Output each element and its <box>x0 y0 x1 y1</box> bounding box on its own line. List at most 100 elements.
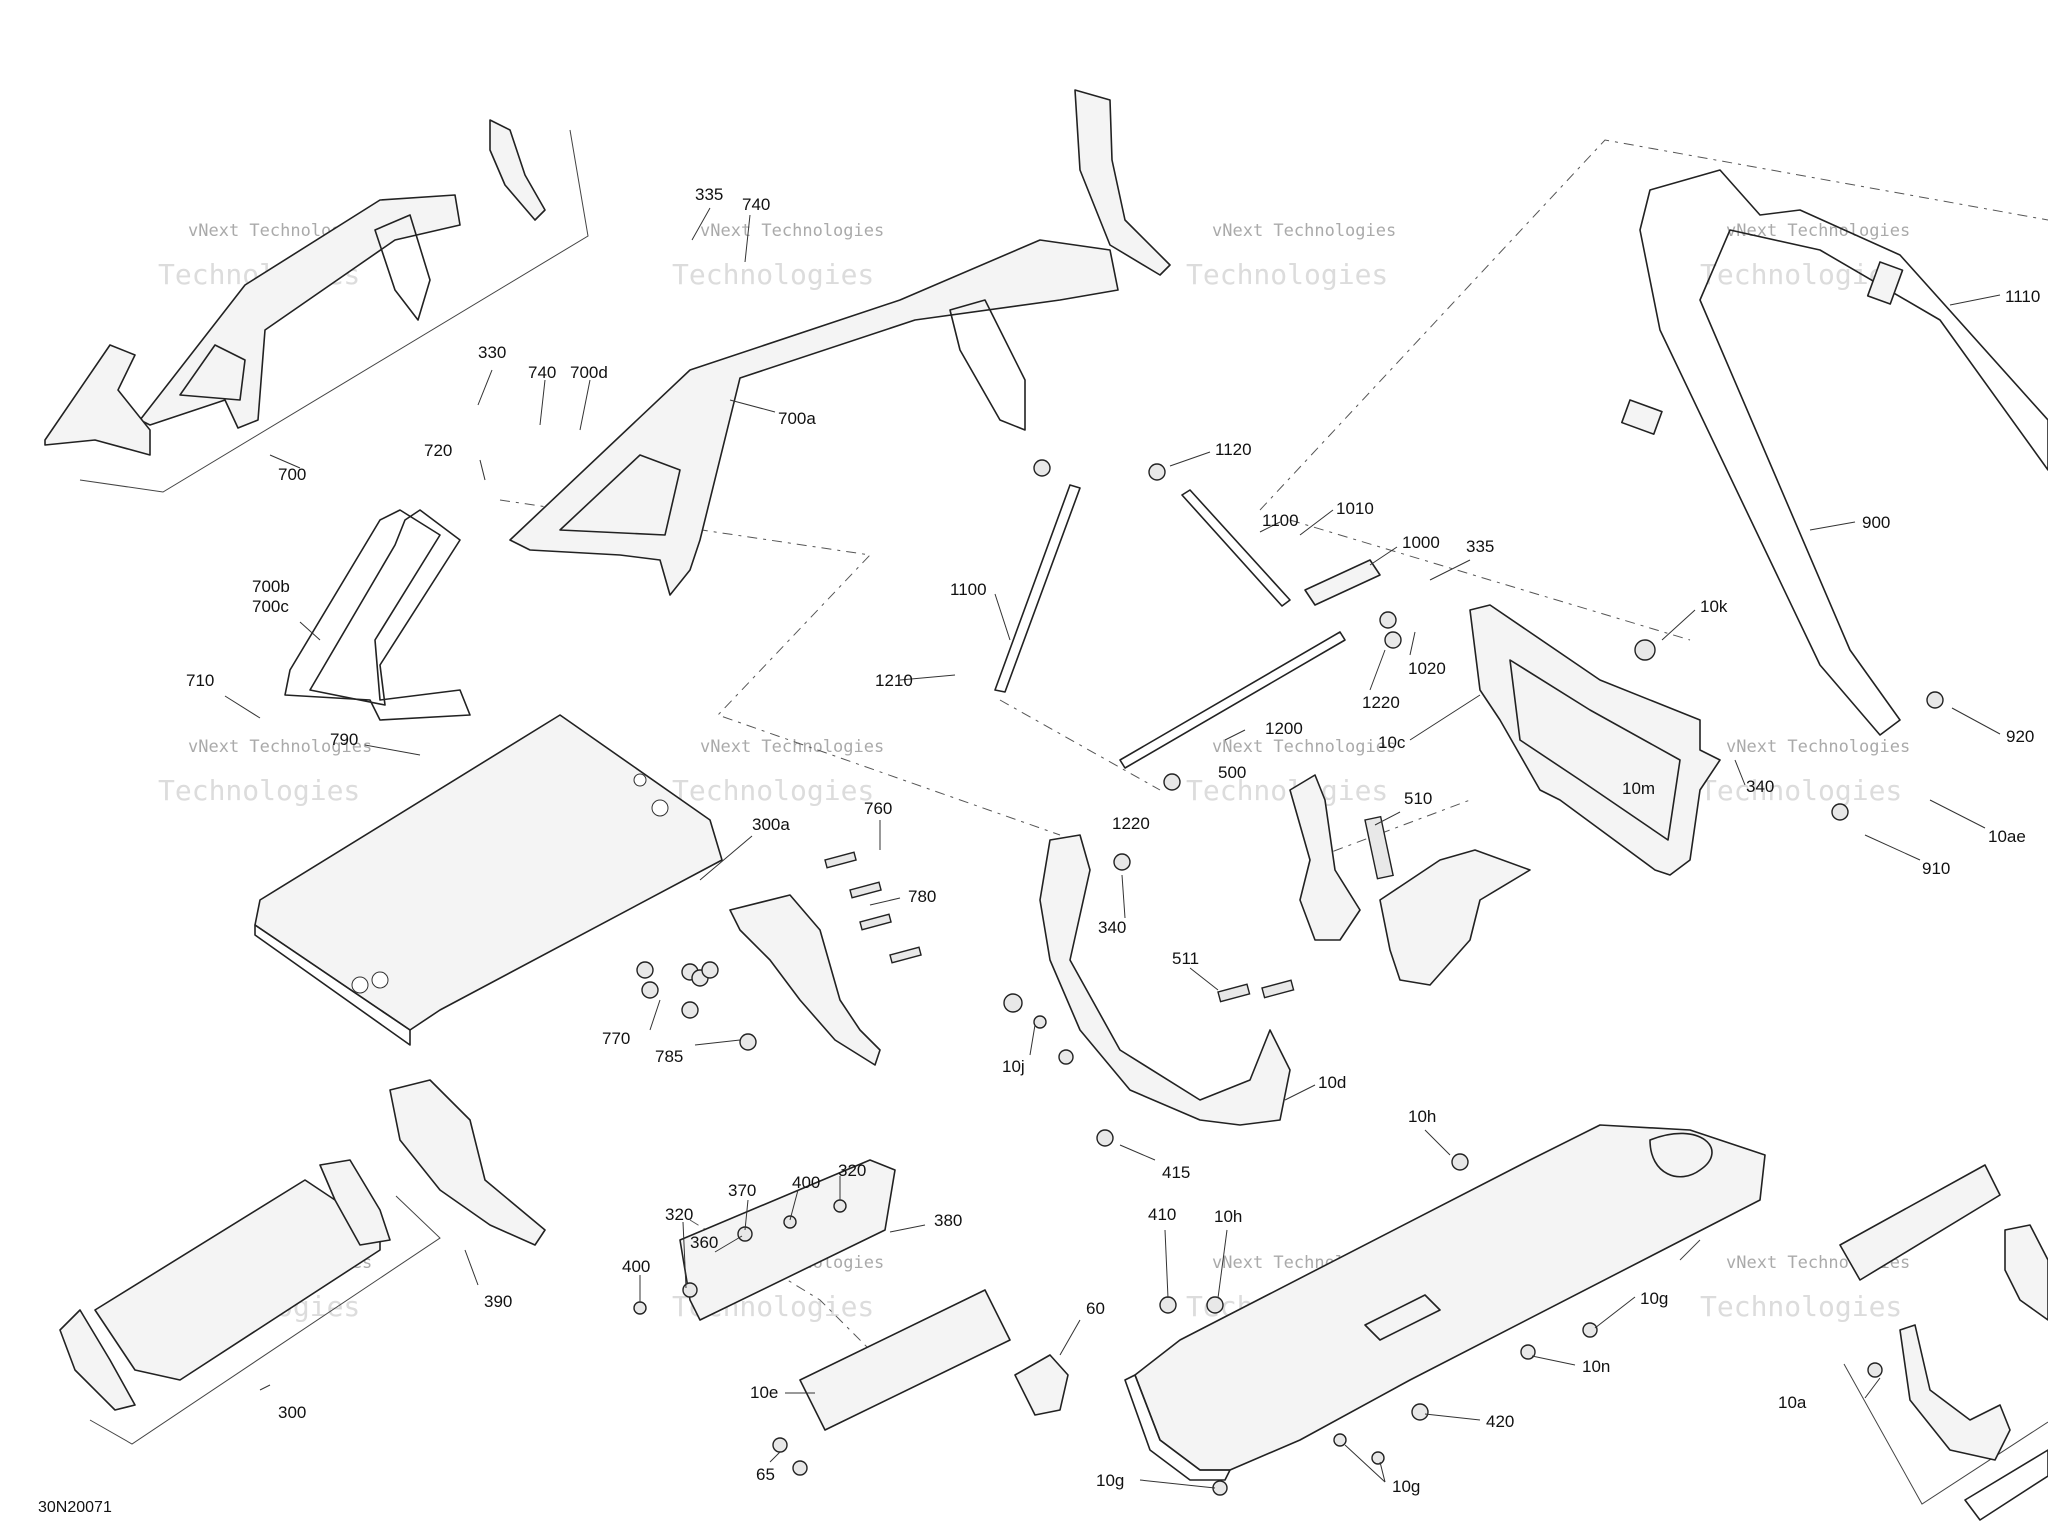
callout-label: 10g <box>1392 1477 1420 1496</box>
callout-label: 10n <box>1582 1357 1610 1376</box>
callout-label: 790 <box>330 730 358 749</box>
callout-label: 1100 <box>950 580 987 599</box>
callout-label: 1200 <box>1265 719 1303 738</box>
callout-label: 390 <box>484 1292 512 1311</box>
document-code: 30N20071 <box>38 1499 112 1516</box>
callout-label: 10a <box>1778 1393 1807 1412</box>
callout-label: 10h <box>1214 1207 1242 1226</box>
callout-label: 500 <box>1218 763 1246 782</box>
svg-text:Technologies: Technologies <box>672 774 874 807</box>
callout-label: 700a <box>778 409 816 428</box>
box-300 <box>89 1195 441 1445</box>
callout-label: 920 <box>2006 727 2034 746</box>
callout-label: 10h <box>1408 1107 1436 1126</box>
callout-label: 1110 <box>2005 287 2040 306</box>
callout-label: 900 <box>1862 513 1890 532</box>
callout-labels: 700 335 740 330 740 700d 700a 720 700b 7… <box>186 185 2040 1496</box>
callout-label: 740 <box>742 195 770 214</box>
callout-label: 1120 <box>1215 440 1252 459</box>
callout-label: 710 <box>186 671 214 690</box>
part-300a-skid-plate <box>254 714 723 1046</box>
part-10c-frame <box>1469 604 1721 876</box>
part-700-tube-assembly <box>44 119 546 456</box>
callout-label: 10e <box>750 1383 778 1402</box>
callout-label: 700c <box>252 597 289 616</box>
svg-text:vNext Technologies: vNext Technologies <box>700 737 884 757</box>
callout-label: 330 <box>478 343 506 362</box>
svg-text:vNext Technologies: vNext Technologies <box>1212 221 1396 241</box>
svg-text:vNext Technologies: vNext Technologies <box>1726 737 1910 757</box>
part-780-bracket <box>636 851 922 1066</box>
callout-label: 785 <box>655 1047 683 1066</box>
callout-label: 10j <box>1002 1057 1025 1076</box>
box-10a <box>1679 1239 2048 1505</box>
svg-text:Technologies: Technologies <box>1700 258 1902 291</box>
svg-text:Technologies: Technologies <box>1186 774 1388 807</box>
callout-label: 720 <box>424 441 452 460</box>
svg-text:Technologies: Technologies <box>1186 258 1388 291</box>
callout-label: 1220 <box>1112 814 1150 833</box>
callout-label: 1220 <box>1362 693 1400 712</box>
callout-label: 400 <box>622 1257 650 1276</box>
callout-label: 300 <box>278 1403 306 1422</box>
callout-label: 400 <box>792 1173 820 1192</box>
callout-label: 420 <box>1486 1412 1514 1431</box>
dash-1000 <box>1289 519 1691 641</box>
callout-label: 370 <box>728 1181 756 1200</box>
part-300-skid-assembly <box>59 1079 546 1411</box>
callout-label: 1020 <box>1408 659 1446 678</box>
assembly-boxes <box>79 129 2048 1505</box>
callout-label: 380 <box>934 1211 962 1230</box>
callout-label: 340 <box>1746 777 1774 796</box>
callout-label: 1100 <box>1262 511 1299 530</box>
svg-text:Technologies: Technologies <box>158 774 360 807</box>
callout-label: 910 <box>1922 859 1950 878</box>
callout-label: 10c <box>1378 733 1406 752</box>
leader-lines <box>224 207 2001 1489</box>
callout-label: 300a <box>752 815 790 834</box>
callout-label: 10k <box>1700 597 1728 616</box>
callout-label: 10m <box>1622 779 1655 798</box>
svg-text:Technologies: Technologies <box>1700 1290 1902 1323</box>
svg-text:Technologies: Technologies <box>672 258 874 291</box>
callout-label: 760 <box>864 799 892 818</box>
part-500-bracket <box>1217 774 1531 1003</box>
callout-label: 320 <box>838 1161 866 1180</box>
callout-label: 340 <box>1098 918 1126 937</box>
callout-label: 780 <box>908 887 936 906</box>
svg-text:vNext Technologies: vNext Technologies <box>700 221 884 241</box>
callout-label: 10g <box>1640 1289 1668 1308</box>
callout-label: 335 <box>695 185 723 204</box>
callout-label: 1210 <box>875 671 913 690</box>
callout-label: 410 <box>1148 1205 1176 1224</box>
callout-label: 740 <box>528 363 556 382</box>
callout-label: 360 <box>690 1233 718 1252</box>
callout-label: 510 <box>1404 789 1432 808</box>
callout-label: 10ae <box>1988 827 2026 846</box>
svg-text:vNext Technologies: vNext Technologies <box>1726 221 1910 241</box>
callout-label: 10d <box>1318 1073 1346 1092</box>
dash-510 <box>1309 799 1471 861</box>
part-link-rods <box>994 459 1402 871</box>
dash-900 <box>1259 139 2048 511</box>
callout-label: 415 <box>1162 1163 1190 1182</box>
dash-1200 <box>999 699 1161 791</box>
callout-label: 320 <box>665 1205 693 1224</box>
callout-label: 770 <box>602 1029 630 1048</box>
box-700 <box>79 129 589 493</box>
callout-label: 700b <box>252 577 290 596</box>
svg-text:vNext Technologies: vNext Technologies <box>188 737 372 757</box>
part-900-cage-tube <box>1620 169 2048 821</box>
part-10d-side-rail <box>1003 834 1291 1147</box>
callout-label: 65 <box>756 1465 775 1484</box>
callout-label: 335 <box>1466 537 1494 556</box>
svg-text:vNext Technologies: vNext Technologies <box>1212 737 1396 757</box>
